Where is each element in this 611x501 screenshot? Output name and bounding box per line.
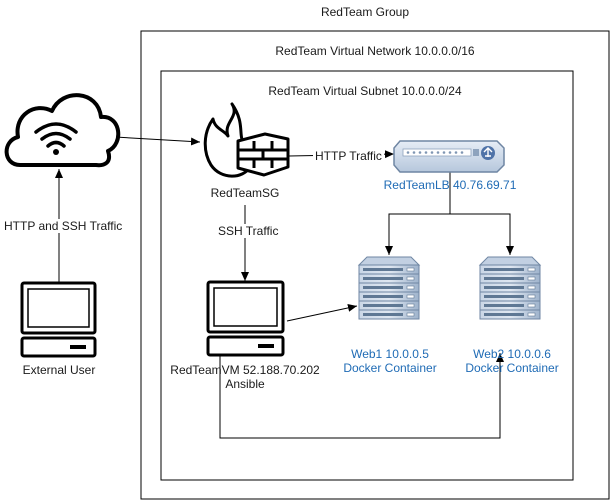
edge-label-ssh: SSH Traffic	[216, 224, 281, 238]
edge-lb-to-web1	[385, 172, 451, 255]
external-user-computer-icon	[20, 281, 97, 358]
jump-box-name: RedTeamVM 52.188.70.202	[170, 363, 320, 377]
load-balancer-label: RedTeamLB 40.76.69.71	[383, 178, 517, 192]
jump-box-label: RedTeamVM 52.188.70.202 Ansible	[165, 363, 325, 391]
edge-label-http: HTTP Traffic	[313, 149, 384, 163]
security-group-label: RedTeamSG	[210, 186, 280, 200]
web1-server-icon	[357, 256, 421, 320]
web2-label: Web2 10.0.0.6 Docker Container	[457, 347, 567, 375]
cloud-wifi-icon	[4, 93, 121, 168]
web2-server-icon	[478, 256, 542, 320]
resource-group-title: RedTeam Group	[320, 5, 410, 19]
web2-role: Docker Container	[465, 361, 559, 375]
edge-label-http-ssh: HTTP and SSH Traffic	[2, 219, 125, 233]
virtual-network-title: RedTeam Virtual Network 10.0.0.0/16	[275, 44, 475, 58]
virtual-network-box	[140, 30, 610, 500]
jump-box-role: Ansible	[225, 377, 265, 391]
load-balancer-icon	[393, 140, 505, 173]
jump-box-computer-icon	[206, 280, 285, 357]
web1-role: Docker Container	[343, 361, 437, 375]
virtual-subnet-box	[160, 70, 574, 481]
edge-vm-to-web1	[286, 303, 358, 322]
external-user-label: External User	[22, 363, 96, 377]
edge-lb-to-web2	[450, 213, 514, 255]
firewall-icon	[203, 102, 290, 178]
virtual-subnet-title: RedTeam Virtual Subnet 10.0.0.0/24	[268, 84, 462, 98]
web1-name: Web1 10.0.0.5	[351, 347, 429, 361]
edge-vm-to-web2	[219, 353, 504, 439]
web1-label: Web1 10.0.0.5 Docker Container	[335, 347, 445, 375]
edge-cloud-to-sg	[114, 136, 201, 146]
web2-name: Web2 10.0.0.6	[473, 347, 551, 361]
